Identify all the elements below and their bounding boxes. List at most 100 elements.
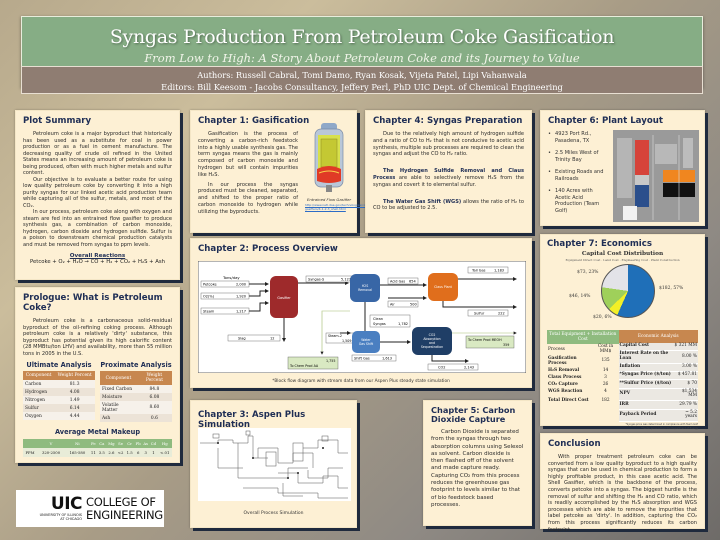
- plot-summary-p1: Petroleum coke is a major byproduct that…: [23, 131, 172, 176]
- col-header: Fe: [89, 439, 98, 448]
- equipment-cost-table: Total Equipment + Installation Cost Proc…: [547, 330, 619, 430]
- cell: 6.14: [54, 404, 95, 412]
- list-item: Existing Roads and Railroads: [548, 169, 608, 182]
- col-header: Se: [116, 439, 125, 448]
- wgs-term: The Water Gas Shift (WGS): [383, 198, 462, 205]
- svg-text:5,123: 5,123: [341, 278, 351, 282]
- chapter4-p2-text: are able to selectively remove H₂S from …: [373, 174, 524, 188]
- reaction-equation: Petcoke + O₂ + H₂O → CO + H₂ + CO₂ + H₂S…: [29, 259, 165, 265]
- cell: Volatile Matter: [100, 401, 137, 414]
- cell: Oxygen: [23, 412, 55, 420]
- col-header: Hg: [157, 439, 172, 448]
- cell: Fixed Carbon: [100, 385, 137, 393]
- svg-text:To Chem Prod AA: To Chem Prod AA: [289, 364, 319, 368]
- cell: PPM: [23, 448, 37, 457]
- table-row: **Sulfur Price ($/ton)$ 70: [618, 379, 698, 389]
- svg-text:To Chem Prod MEOH: To Chem Prod MEOH: [467, 338, 502, 342]
- col-header: Cr: [124, 439, 135, 448]
- prologue-heading: Prologue: What is Petroleum Coke?: [23, 293, 163, 313]
- svg-text:1,782: 1,782: [398, 322, 408, 326]
- col-header: Ca: [97, 439, 107, 448]
- chapter1-heading: Chapter 1: Gasification: [198, 116, 310, 126]
- plot-summary-panel: Plot Summary Petroleum coke is a major b…: [15, 110, 180, 280]
- svg-text:H2S: H2S: [362, 284, 368, 288]
- logo-univ-1: UNIVERSITY OF ILLINOIS: [39, 512, 82, 517]
- cell: 26: [602, 382, 609, 388]
- economic-analysis-table: Economic Analysis Capital Cost$ 321 MM I…: [618, 330, 698, 430]
- plot-summary-p3: In our process, petroleum coke along wit…: [23, 209, 172, 248]
- svg-text:654: 654: [409, 280, 416, 284]
- cell: 3.5: [97, 448, 107, 457]
- cell: ~ 5.2 years: [673, 409, 698, 423]
- cell: 4.08: [54, 388, 95, 396]
- cell: 11: [89, 448, 98, 457]
- cell: 135: [601, 358, 610, 364]
- chapter6-heading: Chapter 6: Plant Layout: [548, 116, 663, 126]
- svg-text:500: 500: [410, 303, 417, 307]
- logo-uic: UIC: [50, 493, 83, 514]
- table-row: Payback Period~ 5.2 years: [618, 409, 698, 423]
- svg-text:359: 359: [503, 343, 509, 347]
- overall-reactions: Overall Reactions Petcoke + O₂ + H₂O → C…: [23, 253, 172, 265]
- cell: Hydrogen: [23, 388, 55, 396]
- process-flow-caption: *Block flow diagram with stream data fro…: [272, 379, 450, 384]
- metal-makeup: Average Metal Makeup V Ni Fe Ca Mg Se Cr…: [23, 428, 172, 457]
- prologue-paragraph: Petroleum coke is a carbonaceous solid-r…: [23, 318, 172, 357]
- authors-banner: Authors: Russell Cabral, Tomi Damo, Ryan…: [21, 66, 703, 94]
- cell: 29.79 %: [673, 400, 698, 410]
- cell: 3.00 %: [673, 363, 698, 373]
- table-row: Capital Cost$ 321 MM: [618, 343, 698, 352]
- chapter1-p2: In our process the syngas produced must …: [198, 181, 298, 215]
- svg-text:2,143: 2,143: [464, 366, 474, 370]
- svg-text:Tons/day: Tons/day: [222, 275, 240, 280]
- col-header: Cd: [149, 439, 158, 448]
- cell: 1.5: [124, 448, 135, 457]
- chapter5-heading: Chapter 5: Carbon Dioxide Capture: [431, 405, 516, 424]
- svg-text:1,183: 1,183: [494, 269, 504, 273]
- table-row: PPM 320-2500 165-580 11 3.5 2.6 <2 1.5 6…: [23, 448, 172, 457]
- cell: Payback Period: [618, 409, 674, 423]
- svg-text:CO2: CO2: [438, 366, 445, 370]
- aspen-simulation-diagram: [198, 428, 351, 501]
- pie-chart: $182, 57% $20, 6% $46, 14% $73, 23%: [547, 262, 698, 322]
- equipment-cost-heading: Total Equipment + Installation Cost: [547, 330, 619, 344]
- svg-text:Slag: Slag: [238, 337, 246, 341]
- poster-title: Syngas Production From Petroleum Coke Ga…: [109, 26, 615, 48]
- aspen-caption: Overall Process Simulation: [243, 511, 304, 516]
- col-header: Weight Percent: [54, 371, 95, 380]
- plant-layout-map: [613, 130, 699, 222]
- conclusion-heading: Conclusion: [548, 439, 601, 449]
- svg-text:Syngas-S: Syngas-S: [308, 278, 325, 282]
- cell: IRR: [618, 400, 674, 410]
- chapter4-panel: Chapter 4: Syngas Preparation Due to the…: [365, 110, 532, 233]
- cell: 14: [602, 367, 609, 373]
- chapter4-heading: Chapter 4: Syngas Preparation: [373, 116, 523, 126]
- svg-text:1,217: 1,217: [236, 310, 246, 314]
- chapter4-p2: The Hydrogen Sulfide Removal and Claus P…: [373, 168, 524, 188]
- svg-text:Steam: Steam: [203, 310, 215, 314]
- cell: $ 70: [673, 379, 698, 389]
- svg-text:Syngas: Syngas: [373, 322, 386, 326]
- cell: <.01: [157, 448, 172, 457]
- chapter5-panel: Chapter 5: Carbon Dioxide Capture Carbon…: [423, 400, 532, 526]
- cell: 0.6: [136, 414, 172, 422]
- poster-subtitle: From Low to High: A Story About Petroleu…: [144, 51, 580, 65]
- col-header: Mg: [106, 439, 117, 448]
- gasifier-source-link[interactable]: http://www.netl.doe.gov/technologies/coa…: [305, 203, 418, 211]
- pie-label: $20, 6%: [593, 315, 612, 320]
- legend-item: Engineering Cost: [621, 258, 649, 262]
- cell: Claus Process: [548, 375, 582, 381]
